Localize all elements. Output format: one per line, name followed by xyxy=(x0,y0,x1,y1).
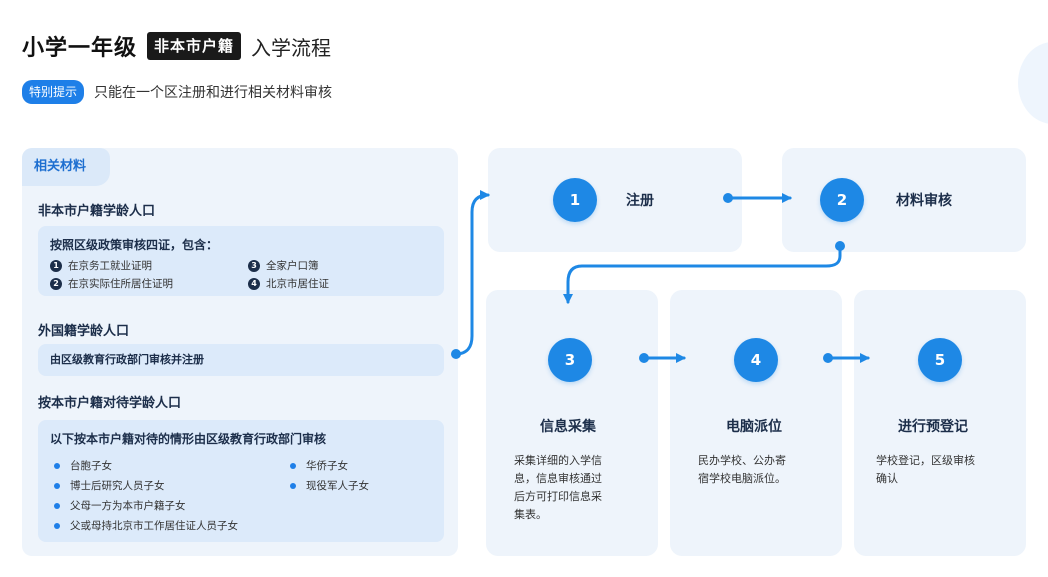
foreign-box: 由区级教育行政部门审核并注册 xyxy=(38,344,444,376)
list-item: 2 在京实际住所居住证明 xyxy=(50,276,173,291)
step-label-4: 电脑派位 xyxy=(726,419,782,435)
bullet-icon xyxy=(54,462,60,469)
step-label-3: 信息采集 xyxy=(540,419,596,435)
nonlocal-box: 按照区级政策审核四证，包含： 1 在京务工就业证明 3 全家户口簿 2 在京实际… xyxy=(38,226,444,296)
step-card-5 xyxy=(854,290,1026,556)
list-item: 1 在京务工就业证明 xyxy=(50,258,152,273)
connector-dot xyxy=(639,353,649,363)
step-card-1 xyxy=(488,148,742,252)
connector-materials-to-step1 xyxy=(454,190,490,356)
notice-text: 只能在一个区注册和进行相关材料审核 xyxy=(94,85,333,101)
step-card-4 xyxy=(670,290,842,556)
treated-local-box-title: 以下按本市户籍对待的情形由区级教育行政部门审核 xyxy=(50,432,327,446)
number-icon: 3 xyxy=(248,259,260,272)
nonlocal-box-title: 按照区级政策审核四证，包含： xyxy=(50,238,219,252)
list-item-text: 父母一方为本市户籍子女 xyxy=(70,500,186,512)
bullet-icon xyxy=(54,482,60,489)
list-item: 父母一方为本市户籍子女 xyxy=(54,498,186,513)
connector-dot xyxy=(723,193,733,203)
step-desc-3: 采集详细的入学信 息，信息审核通过 后方可打印信息采 集表。 xyxy=(514,454,602,521)
list-item: 台胞子女 xyxy=(54,458,112,473)
list-item: 4 北京市居住证 xyxy=(248,276,329,291)
list-item-text: 在京务工就业证明 xyxy=(68,260,152,272)
list-item: 3 全家户口簿 xyxy=(248,258,319,273)
list-item-text: 华侨子女 xyxy=(306,460,348,472)
list-item-text: 父或母持北京市工作居住证人员子女 xyxy=(70,520,238,532)
step-desc-5: 学校登记，区级审核 确认 xyxy=(876,454,975,485)
step-card-3 xyxy=(486,290,658,556)
step-label-1: 注册 xyxy=(626,193,654,209)
treated-local-box: 以下按本市户籍对待的情形由区级教育行政部门审核 台胞子女 华侨子女 博士后研究人… xyxy=(38,420,444,542)
notice-badge: 特别提示 xyxy=(22,80,85,104)
title-main: 小学一年级 xyxy=(22,36,138,61)
connector-dot xyxy=(451,349,461,359)
bullet-icon xyxy=(54,522,60,529)
step-number-3: 3 xyxy=(548,338,592,382)
list-item: 华侨子女 xyxy=(290,458,348,473)
connector-dot xyxy=(835,241,845,251)
step-number-1: 1 xyxy=(553,178,597,222)
group-title-nonlocal: 非本市户籍学龄人口 xyxy=(38,204,156,219)
step-label-5: 进行预登记 xyxy=(898,419,968,435)
step-label-2: 材料审核 xyxy=(896,193,952,209)
materials-tab: 相关材料 xyxy=(22,148,110,186)
list-item: 现役军人子女 xyxy=(290,478,369,493)
materials-panel: 相关材料 非本市户籍学龄人口 按照区级政策审核四证，包含： 1 在京务工就业证明… xyxy=(22,148,458,556)
step-number-4: 4 xyxy=(734,338,778,382)
title-sub: 入学流程 xyxy=(251,35,332,60)
connector-step2-to-step3 xyxy=(563,244,842,304)
connector-dot xyxy=(823,353,833,363)
page-title: 小学一年级 非本市户籍 入学流程 xyxy=(22,30,331,62)
step-number-2: 2 xyxy=(820,178,864,222)
bullet-icon xyxy=(54,502,60,509)
group-title-treated-local: 按本市户籍对待学龄人口 xyxy=(38,396,182,411)
bullet-icon xyxy=(290,462,296,469)
number-icon: 1 xyxy=(50,259,62,272)
group-title-foreign: 外国籍学龄人口 xyxy=(38,324,130,339)
list-item-text: 全家户口簿 xyxy=(266,260,319,272)
step-desc-4: 民办学校、公办寄 宿学校电脑派位。 xyxy=(698,454,786,485)
step-number-5: 5 xyxy=(918,338,962,382)
list-item-text: 博士后研究人员子女 xyxy=(70,480,165,492)
list-item-text: 台胞子女 xyxy=(70,460,112,472)
list-item: 博士后研究人员子女 xyxy=(54,478,165,493)
number-icon: 4 xyxy=(248,277,260,290)
list-item: 父或母持北京市工作居住证人员子女 xyxy=(54,518,238,533)
list-item-text: 现役军人子女 xyxy=(306,480,369,492)
title-tag: 非本市户籍 xyxy=(147,32,242,60)
notice-bar: 特别提示 只能在一个区注册和进行相关材料审核 xyxy=(22,80,332,104)
list-item-text: 在京实际住所居住证明 xyxy=(68,278,173,290)
list-item-text: 北京市居住证 xyxy=(266,278,329,290)
number-icon: 2 xyxy=(50,277,62,290)
bullet-icon xyxy=(290,482,296,489)
